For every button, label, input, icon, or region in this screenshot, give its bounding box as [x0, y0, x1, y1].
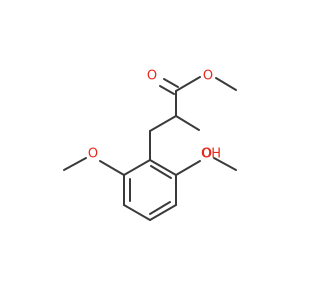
right-ring-o-bond [175, 160, 201, 176]
ring-bond-3 [149, 204, 177, 221]
ester-c-o-bond [175, 76, 201, 92]
right-methoxy-oxygen-label: O [202, 147, 212, 162]
ring-bond-6 [123, 159, 151, 176]
alpha-c-oh-bond [175, 115, 200, 131]
ring-bond-1 [149, 159, 177, 176]
molecule-canvas: O O OH O O [63, 68, 237, 221]
ring-inner-bond-2 [149, 201, 171, 215]
left-methoxy-oxygen-label: O [88, 147, 98, 162]
ester-oxygen-label: O [203, 69, 213, 84]
right-o-methyl-bond [213, 157, 237, 171]
carbonyl-oxygen-label: O [147, 69, 157, 84]
carbonyl-double-bond-a [159, 85, 175, 95]
ester-o-methyl-bond [215, 77, 237, 91]
hydroxyl-label: OH [201, 147, 221, 162]
ring-inner-bond-1 [150, 165, 172, 179]
left-ring-o-bond [99, 160, 125, 176]
molecule-structure-svg: O O OH O O [63, 69, 237, 221]
left-o-methyl-bond [63, 157, 87, 171]
alpha-c-ch2-bond [149, 115, 177, 132]
ring-bond-4 [123, 204, 151, 221]
carbonyl-double-bond-b [163, 78, 179, 88]
